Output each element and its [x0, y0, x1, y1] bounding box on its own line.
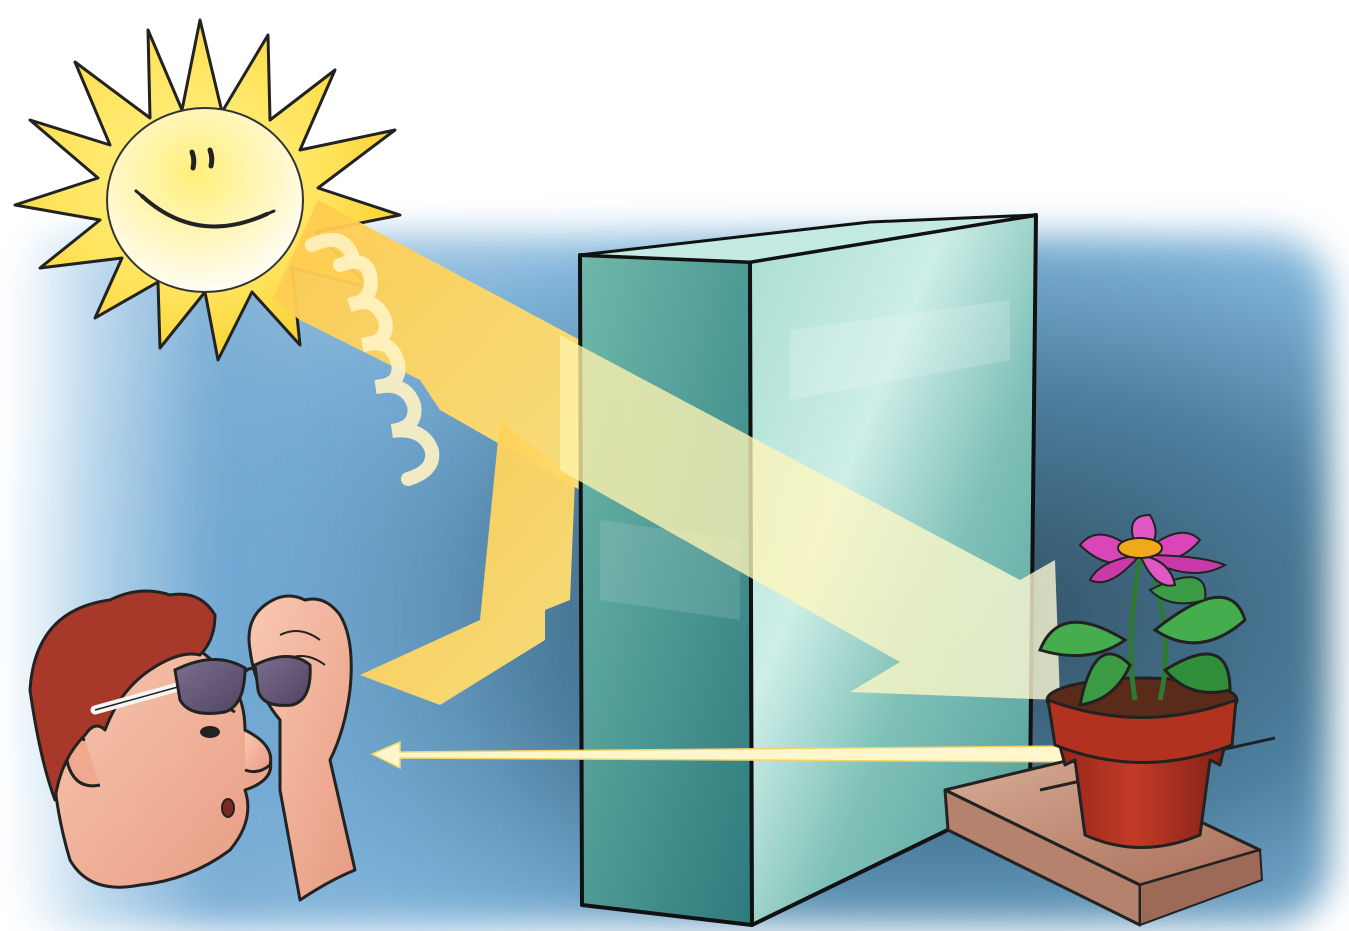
- sunglasses-right-lens: [253, 655, 312, 707]
- flower: [1078, 513, 1228, 587]
- sunglasses: [90, 655, 312, 715]
- incoming-beam: [272, 200, 580, 490]
- sun-left-eye: [189, 149, 197, 171]
- leaf: [1037, 620, 1128, 658]
- flower-pot-icon: [1037, 513, 1247, 849]
- pot-rim: [1046, 697, 1238, 764]
- sun-icon: [13, 18, 402, 362]
- leaf: [1162, 652, 1232, 694]
- infrared-wave: [333, 254, 440, 486]
- leaf: [1078, 652, 1132, 707]
- glass-top-face: [578, 213, 1038, 264]
- sun-face: [106, 107, 304, 293]
- sun-smile: [140, 194, 269, 229]
- man-hair: [28, 589, 217, 802]
- sun-right-eye: [207, 147, 215, 169]
- reflected-beam: [360, 420, 575, 705]
- man-eye: [200, 726, 220, 738]
- man-with-sunglasses-icon: [28, 589, 357, 902]
- heat-return-arrow: [370, 740, 1076, 770]
- sunglasses-left-lens: [173, 658, 247, 715]
- light-beam-icon: [272, 200, 580, 705]
- transmitted-beam: [560, 335, 1060, 700]
- man-nose: [244, 728, 273, 774]
- leaf: [1152, 595, 1247, 645]
- man-mouth: [221, 798, 235, 818]
